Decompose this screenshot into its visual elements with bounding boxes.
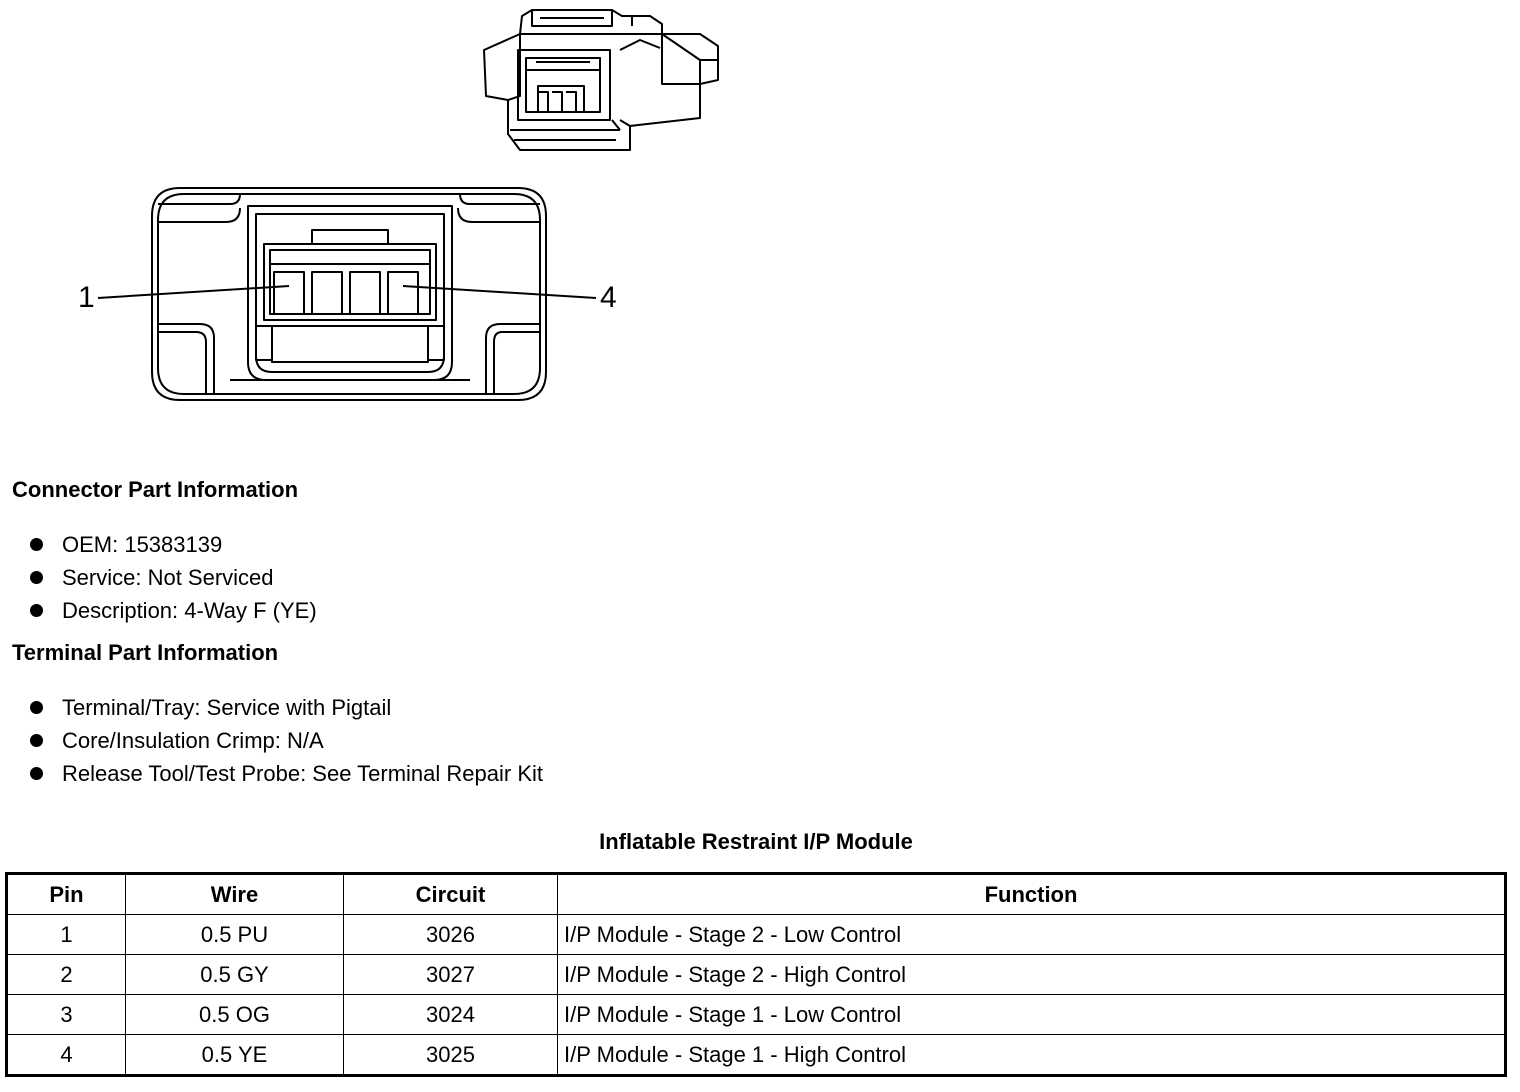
connector-part-info-heading: Connector Part Information <box>12 477 299 502</box>
cell-function: I/P Module - Stage 1 - Low Control <box>557 994 1506 1035</box>
pin-1-label: 1 <box>78 281 95 314</box>
header-function: Function <box>557 873 1506 915</box>
terminal-part-info-heading: Terminal Part Information <box>12 640 279 665</box>
table-row: 2 0.5 GY 3027 I/P Module - Stage 2 - Hig… <box>6 954 1506 995</box>
connector-drawing <box>97 9 719 401</box>
connector-diagram: 1 4 <box>0 0 760 440</box>
bullet-icon <box>30 734 43 747</box>
connector-face-view <box>151 187 547 401</box>
terminal-info-crimp: Core/Insulation Crimp: N/A <box>28 724 543 757</box>
cell-wire: 0.5 GY <box>125 954 344 995</box>
cell-wire: 0.5 OG <box>125 994 344 1035</box>
pin-4-label: 4 <box>600 281 617 314</box>
table-header-row: Pin Wire Circuit Function <box>6 873 1506 915</box>
table-row: 3 0.5 OG 3024 I/P Module - Stage 1 - Low… <box>6 994 1506 1035</box>
connector-3d-view <box>483 9 719 151</box>
header-wire: Wire <box>125 873 344 915</box>
cell-pin: 3 <box>6 994 126 1035</box>
connector-info-oem: OEM: 15383139 <box>28 528 317 561</box>
cell-circuit: 3025 <box>343 1034 558 1076</box>
bullet-icon <box>30 604 43 617</box>
header-circuit: Circuit <box>343 873 558 915</box>
bullet-icon <box>30 701 43 714</box>
connector-info-service: Service: Not Serviced <box>28 561 317 594</box>
cell-pin: 2 <box>6 954 126 995</box>
bullet-icon <box>30 538 43 551</box>
cell-circuit: 3027 <box>343 954 558 995</box>
pin-1-leader <box>97 285 290 299</box>
cell-pin: 4 <box>6 1034 126 1076</box>
table-title: Inflatable Restraint I/P Module <box>599 829 913 854</box>
table-row: 1 0.5 PU 3026 I/P Module - Stage 2 - Low… <box>6 914 1506 955</box>
cell-function: I/P Module - Stage 2 - Low Control <box>557 914 1506 955</box>
bullet-icon <box>30 767 43 780</box>
connector-part-info-list: OEM: 15383139 Service: Not Serviced Desc… <box>28 528 317 627</box>
cell-function: I/P Module - Stage 2 - High Control <box>557 954 1506 995</box>
table-row: 4 0.5 YE 3025 I/P Module - Stage 1 - Hig… <box>6 1034 1506 1076</box>
cell-wire: 0.5 PU <box>125 914 344 955</box>
pin-4-leader <box>402 285 597 299</box>
cell-circuit: 3026 <box>343 914 558 955</box>
connector-info-description: Description: 4-Way F (YE) <box>28 594 317 627</box>
header-pin: Pin <box>6 873 126 915</box>
bullet-icon <box>30 571 43 584</box>
cell-function: I/P Module - Stage 1 - High Control <box>557 1034 1506 1076</box>
terminal-part-info-list: Terminal/Tray: Service with Pigtail Core… <box>28 691 543 790</box>
cell-wire: 0.5 YE <box>125 1034 344 1076</box>
cell-circuit: 3024 <box>343 994 558 1035</box>
cell-pin: 1 <box>6 914 126 955</box>
pinout-table: Pin Wire Circuit Function 1 0.5 PU 3026 … <box>5 872 1507 1077</box>
terminal-info-tray: Terminal/Tray: Service with Pigtail <box>28 691 543 724</box>
terminal-info-release-tool: Release Tool/Test Probe: See Terminal Re… <box>28 757 543 790</box>
